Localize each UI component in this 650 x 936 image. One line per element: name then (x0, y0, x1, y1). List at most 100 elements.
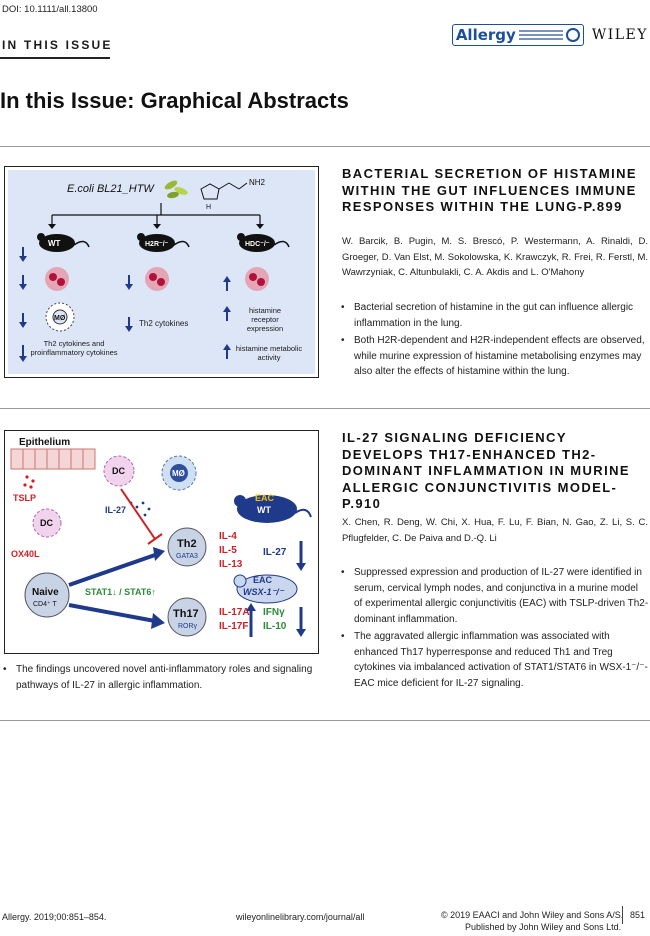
footer-url[interactable]: wileyonlinelibrary.com/journal/all (236, 912, 365, 922)
arrow-to-th17 (68, 603, 156, 623)
footer-publisher: Published by John Wiley and Sons Ltd. (465, 922, 622, 932)
epithelium-cells-icon (10, 448, 96, 470)
mo-label: MØ (54, 315, 66, 322)
bullet-item: Both H2R-dependent and H2R-independent e… (340, 333, 649, 380)
arrow-to-th2 (68, 553, 156, 587)
graphical-abstract-il27: Epithelium TSLP DC DC MØ IL-27 OX40L Nai… (4, 430, 319, 654)
page-number: 851 (630, 910, 646, 920)
naive-t-cell-icon (24, 572, 70, 618)
footer-citation: Allergy. 2019;00:851–854. (2, 912, 107, 922)
header-logos: Allergy WILEY (451, 24, 648, 46)
rorg-label: RORγ (178, 623, 198, 630)
down-arrowheads (19, 256, 133, 362)
il17f-label: IL-17F (219, 621, 248, 632)
il10-label: IL-10 (263, 621, 287, 632)
il27-wt-label: IL-27 (263, 547, 287, 558)
ifng-label: IFNγ (263, 607, 285, 618)
mo-label: MØ (172, 469, 185, 478)
dendritic-cell-icon (32, 508, 62, 538)
ecoli-label: E.coli BL21_HTW (67, 183, 155, 195)
inhibition-line (120, 488, 156, 540)
tree-lines (51, 203, 261, 225)
article-1-authors: W. Barcik, B. Pugin, M. S. Brescó, P. We… (342, 236, 648, 278)
bacteria-icon (164, 180, 188, 199)
il13-label: IL-13 (219, 559, 243, 570)
up-arrowheads (223, 276, 231, 350)
mouse-wt-icon (37, 233, 90, 252)
dc-label: DC (112, 466, 125, 476)
epithelium-label: Epithelium (19, 437, 70, 448)
hdc-label: HDC⁻/⁻ (245, 241, 270, 248)
divider (0, 720, 650, 721)
down-arrowhead (296, 563, 306, 571)
tslp-label: TSLP (13, 493, 36, 503)
doi: DOI: 10.1111/all.13800 (2, 4, 98, 15)
cd4-label: CD4⁺ T (33, 601, 58, 608)
mouse-eac-wsx-icon (233, 574, 298, 604)
th2-label: Th2 (177, 538, 197, 550)
mouse-eac-wt-icon (234, 495, 312, 523)
il27-figure-svg: Epithelium TSLP DC DC MØ IL-27 OX40L Nai… (10, 437, 312, 637)
il4-label: IL-4 (219, 531, 237, 542)
article-2-title: IL-27 SIGNALING DEFICIENCY DEVELOPS TH17… (342, 430, 630, 511)
up-arrowhead (246, 603, 256, 611)
wsx-label: WSX-1⁻/⁻ (243, 587, 285, 597)
ox40l-label: OX40L (11, 549, 40, 559)
dc-label: DC (40, 518, 53, 528)
macrophage-icon (161, 455, 197, 491)
article-2-left-bullets: The findings uncovered novel anti-inflam… (2, 662, 320, 695)
eac-label: EAC (253, 575, 273, 585)
down-arrows (22, 247, 130, 357)
stat-label: STAT1↓ / STAT6↑ (85, 587, 156, 597)
article-2-authors: X. Chen, R. Deng, W. Chi, X. Hua, F. Lu,… (342, 517, 648, 544)
arrowhead (153, 547, 165, 561)
bullet-item: The aggravated allergic inflammation was… (340, 629, 649, 691)
article-1-bullets: Bacterial secretion of histamine in the … (340, 300, 649, 382)
naive-label: Naive (32, 587, 59, 598)
article-1-title: BACTERIAL SECRETION OF HISTAMINE WITHIN … (342, 166, 637, 214)
eosinophil-icon (45, 267, 69, 291)
footer-divider (622, 906, 623, 924)
receptor-expression-text: histamine receptor expression (246, 306, 284, 333)
inhibition-bar (147, 533, 163, 545)
section-label: IN THIS ISSUE (2, 38, 113, 52)
bullet-item: The findings uncovered novel anti-inflam… (2, 662, 320, 693)
wiley-logo: WILEY (591, 27, 648, 43)
h2r-cytokines-text: Th2 cytokines (139, 319, 189, 328)
wt-cytokines-text: Th2 cytokines and proinflammatory cytoki… (30, 339, 118, 357)
th17-label: Th17 (173, 608, 199, 620)
eosinophil-icon (145, 267, 169, 291)
il27-dots (129, 501, 151, 517)
graphical-abstract-histamine: E.coli BL21_HTW NH2 H (4, 166, 319, 378)
histamine-figure-svg: E.coli BL21_HTW NH2 H (8, 170, 315, 374)
article-2-bullets: Suppressed expression and production of … (340, 565, 649, 693)
tree-arrowheads (48, 224, 264, 229)
eaaci-logo-icon (565, 28, 580, 42)
metabolic-activity-text: histamine metabolic activity (235, 344, 303, 362)
h-label: H (206, 204, 211, 211)
th2-cell-icon (167, 527, 207, 567)
header-rule (0, 57, 110, 59)
divider (0, 146, 650, 147)
il5-label: IL-5 (219, 545, 237, 556)
eac-label: EAC (255, 493, 275, 503)
gata3-label: GATA3 (176, 553, 198, 560)
eosinophil-icon (245, 267, 269, 291)
bullet-item: Suppressed expression and production of … (340, 565, 649, 627)
histamine-structure-icon (200, 182, 248, 200)
il27-label: IL-27 (105, 505, 126, 515)
th17-cell-icon (167, 597, 207, 637)
allergy-logo-text: Allergy (455, 26, 516, 44)
h2r-label: H2R⁻/⁻ (145, 241, 169, 248)
allergy-journal-logo: Allergy (451, 24, 584, 46)
arrowhead (151, 613, 165, 629)
mouse-h2r-icon (137, 233, 190, 252)
wt-label: WT (257, 505, 271, 515)
page-title: In this Issue: Graphical Abstracts (0, 88, 349, 113)
bullet-item: Bacterial secretion of histamine in the … (340, 300, 649, 331)
nh2-label: NH2 (249, 178, 266, 187)
tslp-dots (23, 475, 35, 489)
journal-subtitle-lines (518, 28, 563, 42)
divider (0, 408, 650, 409)
il17a-label: IL-17A (219, 607, 250, 618)
